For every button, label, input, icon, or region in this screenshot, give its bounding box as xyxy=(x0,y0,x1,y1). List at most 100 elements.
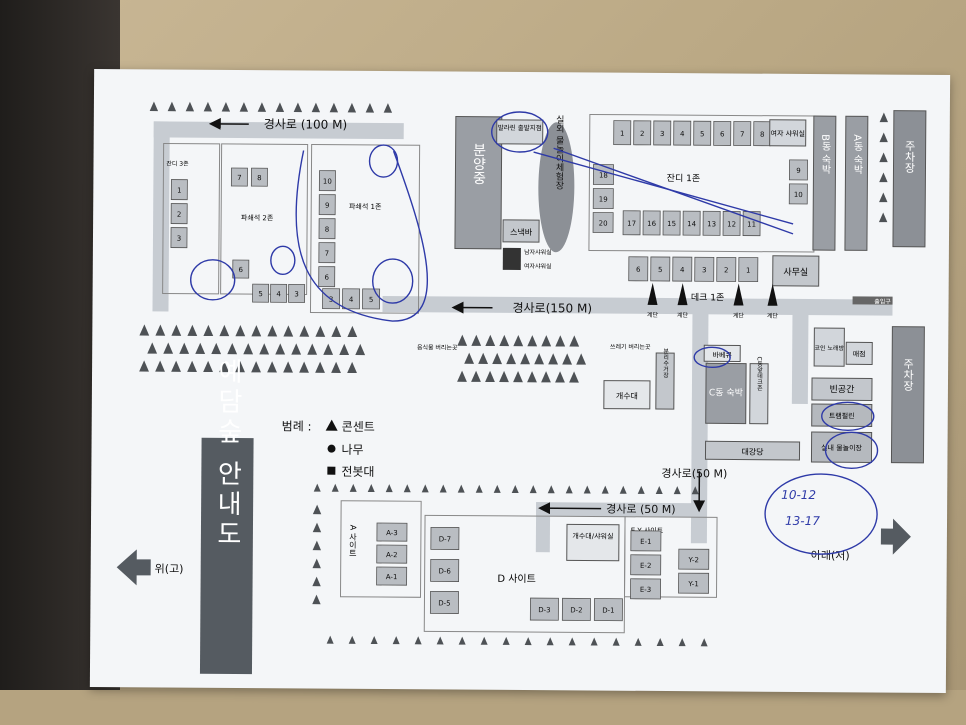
tree-icon xyxy=(347,102,357,113)
lawn1-col-right: 910 xyxy=(788,159,808,205)
tree-icon xyxy=(601,485,609,494)
daegang xyxy=(704,440,801,461)
tree-icon xyxy=(464,352,475,364)
tree-icon xyxy=(235,325,246,337)
lawn1-site-11-label: 11 xyxy=(747,221,756,229)
e-site-E-3-label: E-3 xyxy=(640,586,651,594)
entrance-label: 출입구 xyxy=(874,297,891,305)
stairs-marker xyxy=(677,283,688,306)
pacheok1-label: 파쇄석 1존 xyxy=(349,202,382,211)
lawn1-site-15 xyxy=(662,210,681,236)
tree-icon xyxy=(478,352,489,364)
lawn3-site-1-label: 1 xyxy=(177,187,182,195)
tree-icon xyxy=(499,334,510,347)
d-site-D-6-label: D-6 xyxy=(438,567,451,575)
tree-icon xyxy=(347,325,358,338)
parking-bottom xyxy=(890,326,925,464)
tree-icon xyxy=(221,101,231,112)
lawn3-label: 잔디 3존 xyxy=(166,160,189,168)
lawn1-site-17-label: 17 xyxy=(627,220,636,228)
road-bottom-label: 경사로 (50 M) xyxy=(606,503,676,516)
tree-icon xyxy=(546,637,554,646)
a-site-A-3 xyxy=(376,522,408,542)
lawn1-site-1-label: 1 xyxy=(620,130,625,138)
tree-icon xyxy=(243,343,254,355)
ballet-start xyxy=(496,119,544,145)
d-site-D-7-label: D-7 xyxy=(439,535,451,543)
pacheok1-site-6 xyxy=(318,266,336,288)
tree-icon xyxy=(227,342,238,355)
tree-icon xyxy=(403,484,411,493)
tree-icon xyxy=(147,342,158,354)
tree-icon xyxy=(619,485,627,494)
tree-icon xyxy=(493,484,501,493)
tree-icon xyxy=(511,484,519,493)
lawn3-site-2-label: 2 xyxy=(177,211,182,219)
tree-icon xyxy=(457,334,468,346)
tree-icon xyxy=(291,343,302,355)
coin-label: 코인 노래방 xyxy=(814,344,844,352)
lawn1-site-7 xyxy=(733,121,752,147)
tree-icon xyxy=(527,335,538,347)
tree-icon xyxy=(700,638,708,647)
mud-label: 실외 물놀이체험장 xyxy=(553,115,564,190)
tree-icon xyxy=(195,342,206,355)
deck1-site-2-label: 2 xyxy=(724,266,729,274)
deck1-site-5-label: 5 xyxy=(658,266,663,274)
y-site-Y-2-label: Y-2 xyxy=(688,556,699,564)
down-arrow xyxy=(880,518,911,555)
bbq xyxy=(703,344,741,363)
tree-symbol xyxy=(327,444,336,453)
tree-icon xyxy=(139,324,150,336)
pacheok2-site-3 xyxy=(288,283,306,303)
tree-icon xyxy=(475,484,483,493)
tree-icon xyxy=(634,637,642,646)
deck1-site-6-label: 6 xyxy=(636,266,641,274)
pacheok1-site-10-label: 10 xyxy=(323,178,332,186)
tree-icon xyxy=(179,342,190,354)
table-edge xyxy=(0,690,966,725)
parking-bottom-label: 주차장 xyxy=(901,358,914,391)
tree-icon xyxy=(171,324,182,336)
deck1-site-1 xyxy=(738,257,759,283)
stairs-marker xyxy=(767,283,778,306)
tree-icon xyxy=(879,112,889,123)
tree-icon xyxy=(365,102,375,113)
e-site-E-1 xyxy=(630,530,662,552)
a-dong-label: A동 숙박 xyxy=(851,134,863,174)
tree-icon xyxy=(267,361,277,373)
tree-icon xyxy=(879,132,888,143)
lawn1-site-5-label: 5 xyxy=(700,130,705,138)
snackbar xyxy=(502,219,540,243)
tree-icon xyxy=(312,522,322,533)
bunyang-label: 분양중 xyxy=(470,143,486,185)
pacheok2-site-8-label: 8 xyxy=(257,174,262,182)
a-dong xyxy=(844,115,869,251)
legend-tree: 나무 xyxy=(341,443,363,457)
tree-icon xyxy=(471,334,482,346)
c-dong-label: C동 숙박 xyxy=(709,387,743,398)
lawn1-site-9-label: 9 xyxy=(796,167,801,175)
tree-icon xyxy=(307,343,318,355)
parking-top xyxy=(892,110,927,248)
pacheok2-site-7-label: 7 xyxy=(237,174,242,182)
lawn1-site-16 xyxy=(642,210,661,236)
deck1-site-3-label: 3 xyxy=(702,266,707,274)
tree-icon xyxy=(520,353,531,365)
tree-icon xyxy=(513,370,523,383)
up-arrow xyxy=(116,549,151,586)
bunyang-block xyxy=(454,116,503,250)
tree-icon xyxy=(414,636,422,645)
mud-area xyxy=(538,122,575,253)
tree-icon xyxy=(547,485,555,494)
bunrisu xyxy=(655,352,675,410)
tree-icon xyxy=(155,360,165,372)
pacheok2-site-5-label: 5 xyxy=(258,290,263,298)
lawn1-site-16-label: 16 xyxy=(647,220,657,228)
tree-icon xyxy=(548,353,559,365)
d-site-D-3 xyxy=(529,597,559,621)
lawn3-site-1 xyxy=(170,179,188,201)
tree-icon xyxy=(529,485,537,494)
